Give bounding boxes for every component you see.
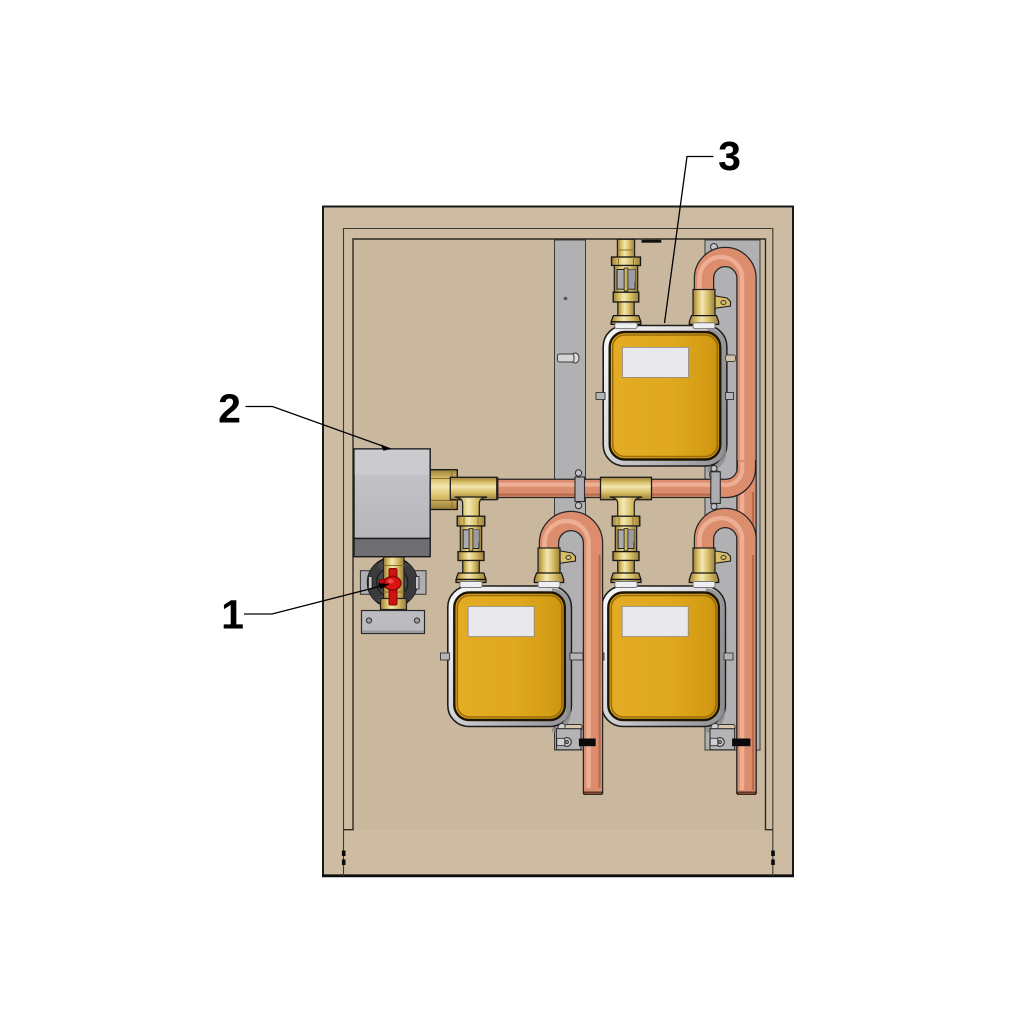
- svg-text:2: 2: [218, 385, 241, 431]
- svg-text:3: 3: [718, 133, 741, 179]
- svg-text:1: 1: [221, 591, 244, 637]
